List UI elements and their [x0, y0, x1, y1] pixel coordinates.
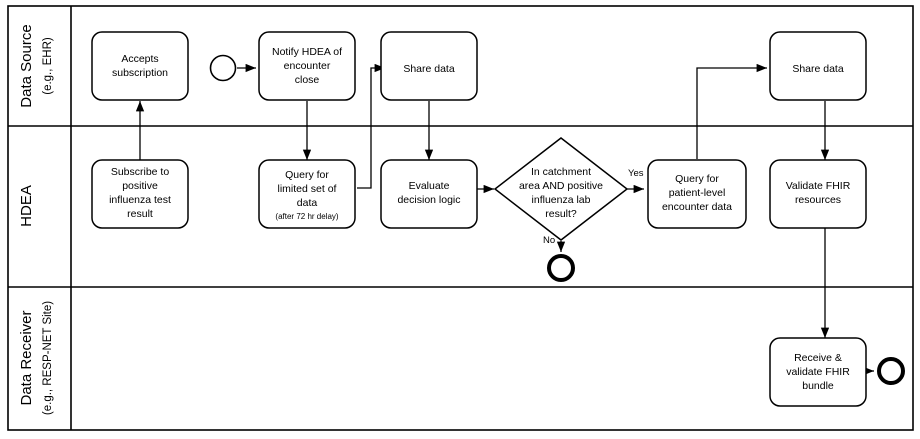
task-accepts-subscription[interactable]: Accepts subscription [91, 31, 189, 101]
task-share-data-2-line-0: Share data [792, 63, 844, 75]
task-query-patient-line-2: encounter data [662, 201, 732, 213]
task-accepts-subscription-box[interactable] [91, 31, 189, 101]
task-notify-line-2: close [295, 74, 320, 86]
task-query-limited-note: (after 72 hr delay) [275, 212, 338, 221]
task-receive-validate-fhir-bundle[interactable]: Receive & validate FHIR bundle [769, 337, 867, 407]
lane-header-data-receiver: Data Receiver (e.g., RESP-NET Site) [18, 301, 54, 415]
lane-label-data-receiver-sub: (e.g., RESP-NET Site) [42, 301, 54, 415]
lane-header-data-source: Data Source (e.g., EHR) [18, 24, 54, 107]
task-query-patient-line-1: patient-level [669, 187, 726, 199]
task-evaluate-decision-logic-box[interactable] [380, 159, 478, 229]
gateway-catchment-diamond[interactable] [493, 137, 629, 241]
task-share-data-1-box[interactable] [380, 31, 478, 101]
pool-outer-border [7, 5, 914, 431]
task-query-patient-line-0: Query for [675, 173, 719, 185]
start-event-circle-icon[interactable] [209, 54, 237, 82]
end-event-receiver-circle-icon[interactable] [877, 357, 905, 385]
flow-labels: Yes No [543, 168, 644, 246]
flow-query-patient-to-share-data-2 [696, 63, 767, 159]
task-notify-hdea-encounter-close-box[interactable] [258, 31, 356, 101]
task-receive-line-2: bundle [802, 380, 834, 392]
task-notify-line-1: encounter [284, 60, 331, 72]
task-evaluate-decision-logic[interactable]: Evaluate decision logic [380, 159, 478, 229]
task-subscribe-positive-influenza[interactable]: Subscribe to positive influenza test res… [91, 159, 189, 229]
flow-label-no: No [543, 235, 555, 246]
task-validate-line-1: resources [795, 194, 841, 206]
lane-label-data-receiver-main: Data Receiver [18, 310, 35, 405]
task-receive-validate-fhir-bundle-box[interactable] [769, 337, 867, 407]
lane-header-hdea: HDEA [18, 185, 35, 227]
task-evaluate-line-0: Evaluate [409, 180, 450, 192]
task-validate-fhir-resources[interactable]: Validate FHIR resources [769, 159, 867, 229]
gateway-line-0: In catchment [531, 166, 591, 178]
task-query-limited-set-of-data-box[interactable] [258, 159, 356, 229]
gateway-line-1: area AND positive [519, 180, 603, 192]
task-subscribe-positive-influenza-box[interactable] [91, 159, 189, 229]
task-accepts-subscription-line-0: Accepts [121, 53, 158, 65]
pool-frame [7, 5, 914, 431]
task-share-data-1[interactable]: Share data [380, 31, 478, 101]
task-validate-fhir-resources-box[interactable] [769, 159, 867, 229]
gateway-line-3: result? [545, 208, 577, 220]
task-validate-line-0: Validate FHIR [786, 180, 851, 192]
lane-label-data-source-sub: (e.g., EHR) [42, 37, 54, 95]
task-subscribe-line-3: result [127, 208, 153, 220]
task-notify-line-0: Notify HDEA of [272, 46, 342, 58]
task-notify-hdea-encounter-close[interactable]: Notify HDEA of encounter close [258, 31, 356, 101]
task-share-data-2-box[interactable] [769, 31, 867, 101]
end-event-no-branch-circle-icon[interactable] [547, 254, 575, 282]
task-query-limited-line-0: Query for [285, 169, 329, 181]
task-share-data-2[interactable]: Share data [769, 31, 867, 101]
lane-label-hdea-main: HDEA [18, 185, 35, 227]
task-query-limited-line-2: data [297, 197, 318, 209]
task-receive-line-1: validate FHIR [786, 366, 850, 378]
task-subscribe-line-1: positive [122, 180, 158, 192]
flow-query-limited-to-share-data-1 [357, 63, 385, 189]
task-query-patient-level-box[interactable] [647, 159, 747, 229]
gateway-catchment-decision[interactable]: In catchment area AND positive influenza… [493, 137, 629, 241]
flow-label-yes: Yes [628, 168, 644, 179]
task-accepts-subscription-line-1: subscription [112, 67, 168, 79]
task-query-limited-set-of-data[interactable]: Query for limited set of data (after 72 … [258, 159, 356, 229]
lane-label-data-source-main: Data Source [18, 24, 35, 107]
task-evaluate-line-1: decision logic [397, 194, 460, 206]
task-subscribe-line-2: influenza test [109, 194, 171, 206]
task-subscribe-line-0: Subscribe to [111, 166, 170, 178]
gateway-line-2: influenza lab [532, 194, 591, 206]
task-query-limited-line-1: limited set of [278, 183, 337, 195]
task-query-patient-level-encounter-data[interactable]: Query for patient-level encounter data [647, 159, 747, 229]
task-receive-line-0: Receive & [794, 352, 842, 364]
sequence-flows [135, 63, 874, 376]
task-share-data-1-line-0: Share data [403, 63, 455, 75]
